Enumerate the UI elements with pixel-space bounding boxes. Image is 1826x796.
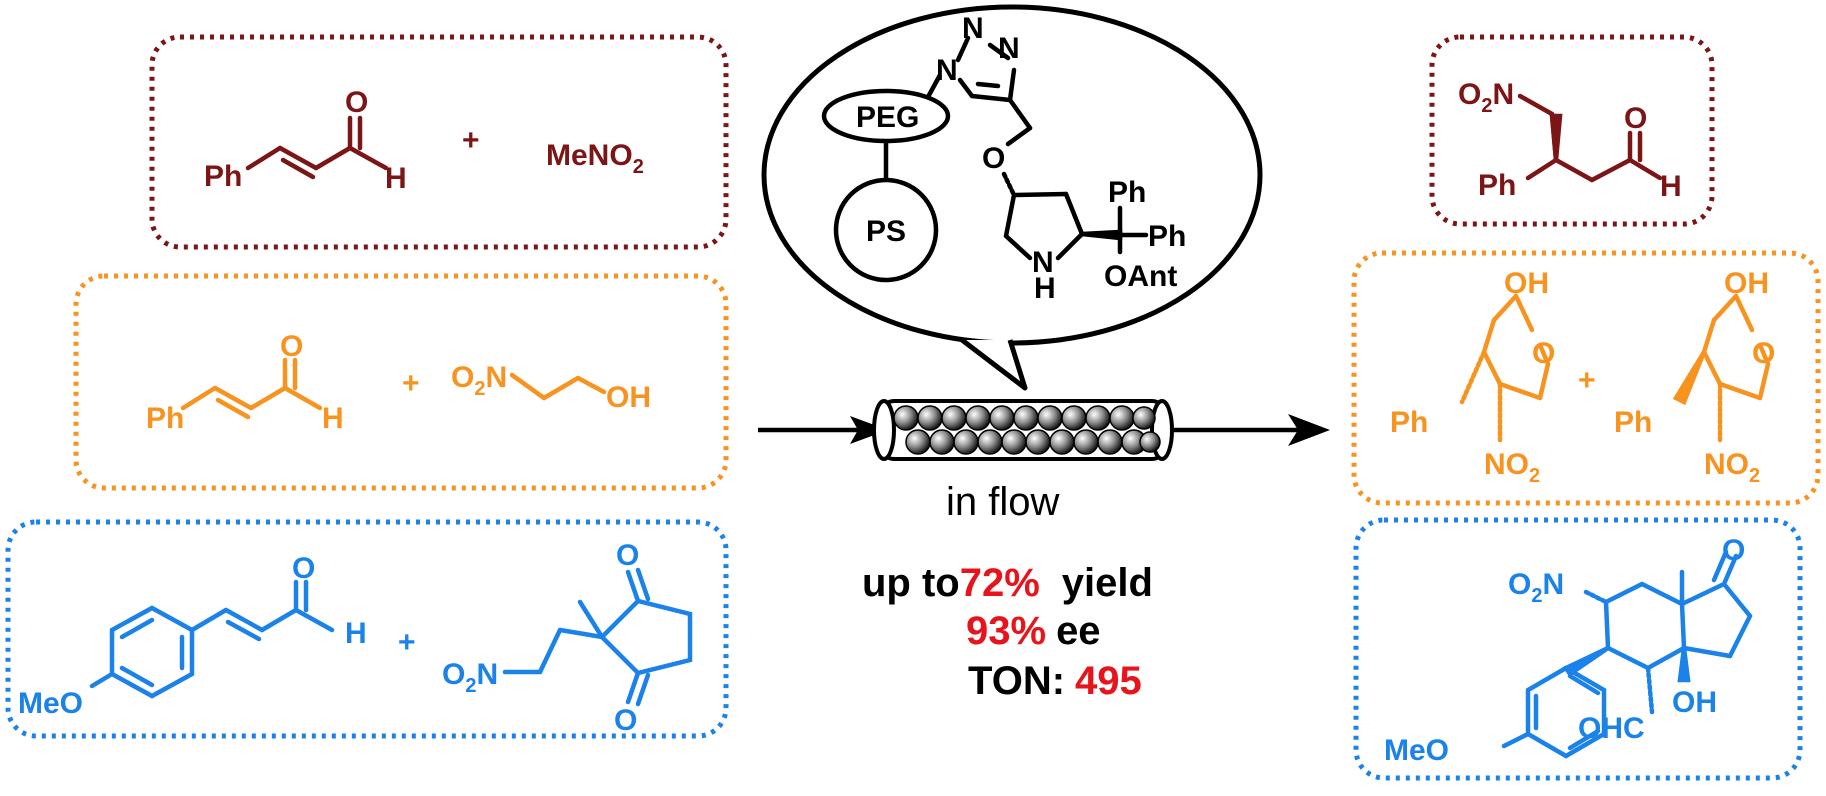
maroon-meno2: MeNO2	[546, 139, 644, 178]
flow-arrow-in	[758, 416, 888, 444]
blue-product-skeleton	[1501, 549, 1753, 759]
orange-pyran-2	[1672, 293, 1771, 443]
ether-o: O	[982, 142, 1005, 175]
pyrrolidine-h: H	[1034, 272, 1056, 305]
orange-prod1-no2: NO2	[1484, 448, 1540, 487]
orange-prod2-o: O	[1752, 337, 1775, 370]
maroon-o-label: O	[345, 86, 368, 119]
blue-dione-o-top: O	[616, 539, 639, 572]
orange-prod1-oh: OH	[1504, 267, 1549, 300]
blue-o-label: O	[292, 552, 315, 585]
cat-ph-right: Ph	[1148, 220, 1186, 253]
maroon-h-label: H	[385, 162, 407, 195]
cat-ph-top: Ph	[1108, 176, 1146, 209]
bubble-pointer	[960, 338, 1028, 391]
maroon-plus: +	[462, 124, 480, 157]
blue-prod-o: O	[1722, 534, 1745, 567]
orange-reactant-box	[73, 273, 729, 491]
maroon-cinnamaldehyde	[245, 115, 389, 180]
blue-prod-o2n: O2N	[1508, 568, 1564, 607]
triazole-n1: N	[936, 54, 958, 87]
maroon-ph-label: Ph	[204, 160, 242, 193]
ps-label: PS	[866, 215, 906, 248]
triazole-ring	[955, 35, 1033, 147]
orange-o2n-label: O2N	[451, 361, 507, 400]
orange-prod-plus: +	[1578, 364, 1596, 397]
blue-plus: +	[398, 626, 416, 659]
maroon-product-box	[1429, 34, 1715, 227]
orange-o-label: O	[280, 330, 303, 363]
maroon-product-skeleton	[1517, 93, 1663, 183]
blue-reactant-box	[5, 519, 729, 739]
orange-prod1-ph: Ph	[1390, 406, 1428, 439]
blue-prod-ohc: OHC	[1578, 712, 1645, 745]
maroon-prod-ph: Ph	[1478, 169, 1516, 202]
orange-prod2-oh: OH	[1724, 267, 1769, 300]
triazole-n3: N	[998, 32, 1020, 65]
maroon-reactant-box	[149, 34, 729, 250]
orange-product-box	[1351, 250, 1821, 506]
maroon-prod-o2n: O2N	[1458, 78, 1514, 117]
maroon-prod-o: O	[1624, 102, 1647, 135]
peg-label: PEG	[856, 101, 919, 134]
pyrrolidine-ring	[1001, 171, 1149, 261]
blue-meo-label: MeO	[18, 687, 83, 720]
triazole-n2: N	[962, 12, 984, 45]
blue-dione-o-bottom: O	[614, 704, 637, 737]
blue-o2n-label: O2N	[442, 658, 498, 697]
flow-column-reactor	[872, 399, 1174, 461]
orange-h-label: H	[322, 402, 344, 435]
ton-line: TON:495	[968, 659, 1142, 703]
cat-oant: OAnt	[1104, 260, 1177, 293]
orange-prod2-no2: NO2	[1704, 448, 1760, 487]
maroon-prod-h: H	[1660, 170, 1682, 203]
blue-methoxycinnamaldehyde	[89, 579, 335, 699]
blue-cyclopentanedione	[502, 567, 693, 707]
orange-pyran-1	[1459, 293, 1551, 443]
orange-prod2-ph: Ph	[1614, 406, 1652, 439]
peg-triazole-link	[926, 73, 942, 99]
ee-line: 93%ee	[966, 609, 1101, 653]
in-flow-label: in flow	[946, 480, 1059, 524]
flow-arrow-out	[1170, 414, 1330, 446]
pyrrolidine-n: N	[1032, 246, 1054, 279]
orange-nitroethanol-chain	[509, 372, 607, 401]
orange-plus: +	[402, 367, 420, 400]
orange-cinnamaldehyde	[180, 357, 323, 420]
yield-line: up to72%yield	[862, 561, 1153, 605]
ps-bead	[833, 177, 939, 283]
packed-beads	[893, 405, 1161, 455]
blue-prod-oh: OH	[1672, 686, 1717, 719]
orange-oh-label: OH	[606, 381, 651, 414]
blue-h-label: H	[345, 617, 367, 650]
blue-product-box	[1353, 517, 1803, 781]
orange-prod1-o: O	[1532, 337, 1555, 370]
orange-ph-label: Ph	[146, 402, 184, 435]
blue-prod-meo: MeO	[1384, 734, 1449, 767]
